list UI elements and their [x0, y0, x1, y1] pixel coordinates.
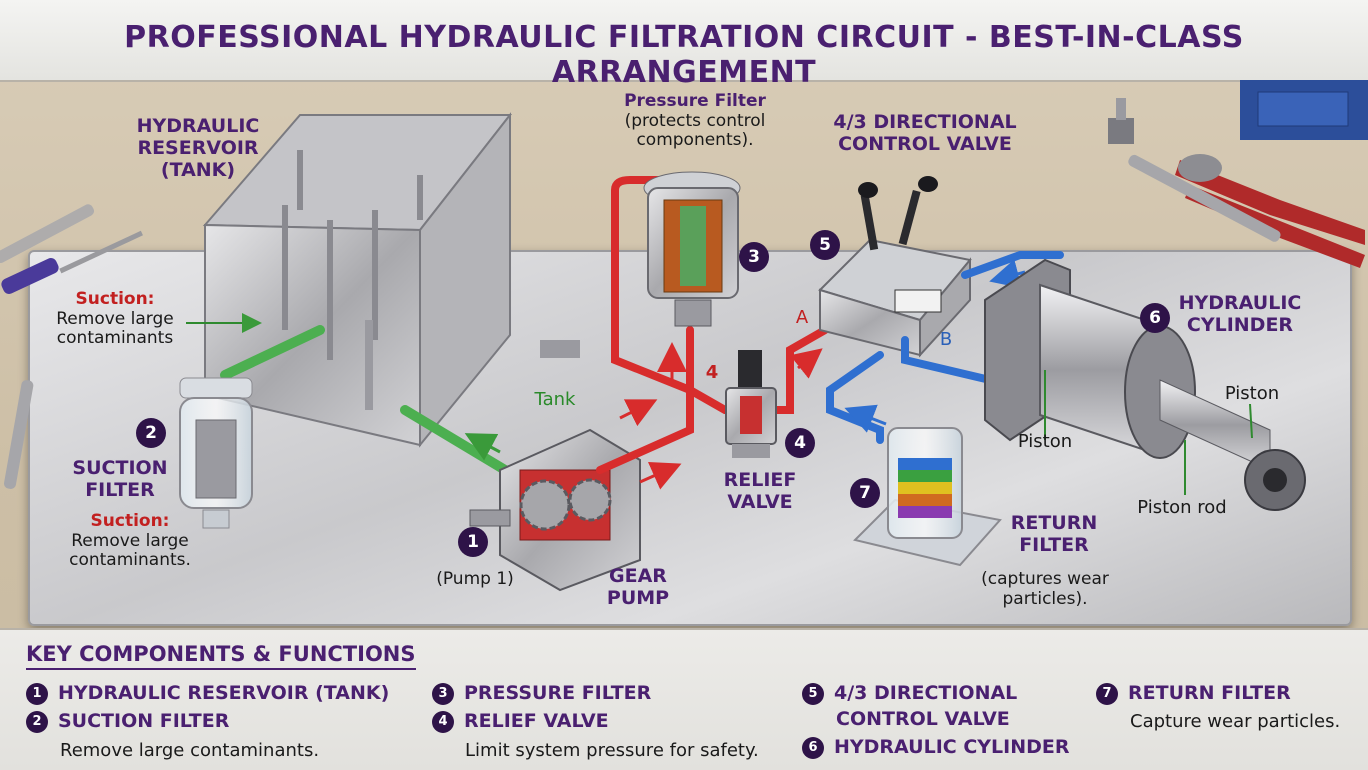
marker-relief-valve: 4 [785, 428, 815, 458]
marker-directional-valve: 5 [810, 230, 840, 260]
return-line-filter [826, 351, 884, 444]
piston-rod-label: Piston rod [1137, 497, 1227, 518]
suction-filter [179, 377, 253, 529]
marker-cylinder: 6 [1140, 303, 1170, 333]
legend-desc-suction-filter: Remove large contaminants. [60, 740, 320, 761]
screwdriver-icon [1, 230, 143, 294]
page-title: PROFESSIONAL HYDRAULIC FILTRATION CIRCUI… [124, 20, 1244, 90]
tank-label: Tank [534, 389, 576, 410]
hydraulic-cylinder [984, 258, 1306, 511]
suction-top-note: Suction: Remove large contaminants [56, 289, 174, 349]
pressure-mark: 4 [705, 362, 719, 383]
directional-control-valve [818, 176, 972, 358]
marker-suction-filter: 2 [136, 418, 166, 448]
port-b-label: B [939, 329, 953, 350]
legend-item-directional-valve-line2: CONTROL VALVE [836, 708, 1010, 730]
pressure-filter [643, 171, 741, 327]
wrench-icon [0, 204, 95, 264]
piston-right-label: Piston [1224, 383, 1280, 404]
toolbox-icon [1240, 80, 1368, 140]
legend-desc-relief-valve: Limit system pressure for safety. [465, 740, 759, 761]
marker-return-filter: 7 [850, 478, 880, 508]
title-bar: PROFESSIONAL HYDRAULIC FILTRATION CIRCUI… [0, 0, 1368, 90]
bolt-icon [1108, 98, 1134, 144]
port-a-label: A [795, 307, 809, 328]
pump-caption: (Pump 1) [436, 569, 514, 589]
suction-line [220, 325, 325, 380]
marker-pressure-filter: 3 [739, 242, 769, 272]
legend-title: KEY COMPONENTS & FUNCTIONS [26, 642, 416, 670]
legend-desc-return-filter: Capture wear particles. [1130, 711, 1341, 732]
cylinder-supply-line [961, 251, 1064, 279]
wrench-icon [1128, 154, 1281, 242]
wrench-icon [3, 380, 34, 489]
marker-pump: 1 [458, 527, 488, 557]
piston-left-label: Piston [1017, 431, 1073, 452]
pressure-line [596, 176, 694, 474]
pressure-filter-label: Pressure Filter (protects control compon… [624, 91, 766, 151]
relief-valve [725, 350, 777, 458]
circuit-diagram [0, 80, 1368, 592]
suction-bottom-note: Suction: Remove large contaminants. [69, 511, 191, 571]
pliers-icon [1175, 154, 1365, 268]
return-filter [853, 427, 1002, 567]
